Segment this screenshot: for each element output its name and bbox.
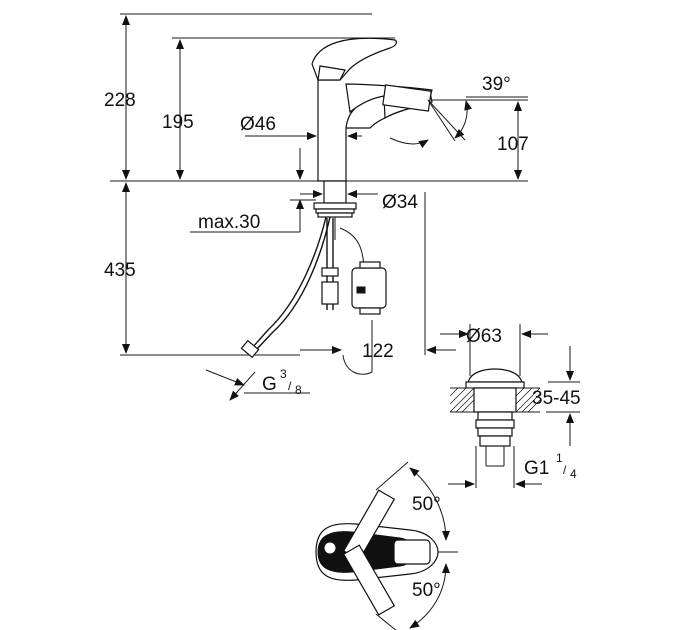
label-d34: Ø34 <box>382 192 418 213</box>
popup-waste <box>449 368 541 488</box>
label-39deg: 39° <box>482 74 511 95</box>
label-122: 122 <box>362 341 394 362</box>
label-228: 228 <box>104 90 136 111</box>
label-max30: max.30 <box>198 212 260 233</box>
dimension-labels: 228 195 39° 107 Ø46 Ø34 max.30 435 122 Ø… <box>104 74 581 601</box>
label-d63: Ø63 <box>466 326 502 347</box>
label-g-sub: 8 <box>295 383 302 397</box>
label-g: G <box>262 374 277 395</box>
waste-dimensions <box>440 324 580 488</box>
faucet-side-view <box>240 37 473 375</box>
label-d46: Ø46 <box>240 114 276 135</box>
label-195: 195 <box>162 112 194 133</box>
basin-hatching <box>449 387 541 413</box>
label-g1-slash: / <box>563 463 567 477</box>
label-50deg-top: 50° <box>412 494 441 515</box>
label-107: 107 <box>497 134 529 155</box>
label-g1: G1 <box>524 458 549 479</box>
dimension-lines <box>122 15 528 401</box>
label-435: 435 <box>104 260 136 281</box>
label-35-45: 35-45 <box>532 388 581 409</box>
label-g1-sub: 4 <box>570 467 577 481</box>
label-g-slash: / <box>288 379 292 393</box>
label-g-sup: 3 <box>280 367 287 381</box>
flexible-hose <box>251 216 327 349</box>
top-view <box>315 461 458 630</box>
label-g1-sup: 1 <box>556 451 563 465</box>
label-50deg-bottom: 50° <box>412 580 441 601</box>
